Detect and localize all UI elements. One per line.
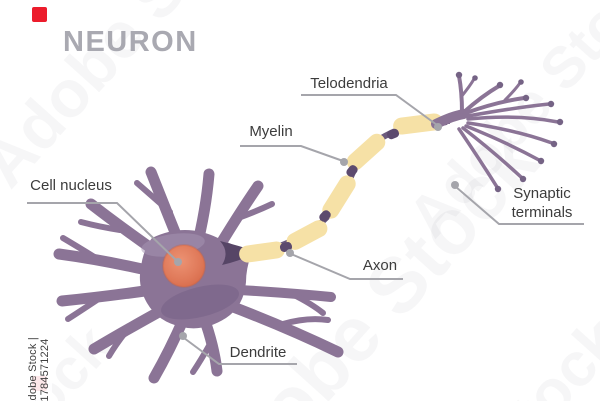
anchor-dot-cell-nucleus xyxy=(174,258,182,266)
leader-line-dendrite xyxy=(183,337,297,365)
anchor-dot-synaptic-terminals xyxy=(451,181,459,189)
anchor-dot-axon xyxy=(286,249,294,257)
label-telodendria: Telodendria xyxy=(310,75,388,92)
leader-line-axon xyxy=(290,253,403,280)
label-myelin: Myelin xyxy=(249,123,293,140)
anchor-dot-myelin xyxy=(340,158,348,166)
label-synaptic-terminals: Synaptic terminals xyxy=(511,185,573,221)
leader-line-telodendria xyxy=(301,94,438,126)
leader-line-myelin xyxy=(240,145,344,162)
leader-line-synaptic-terminals xyxy=(455,186,584,225)
label-cell-nucleus: Cell nucleus xyxy=(30,177,112,194)
anchor-dot-dendrite xyxy=(179,332,187,340)
label-leader-lines xyxy=(27,94,584,365)
telodendria-branches xyxy=(431,74,560,189)
myelin-sheath xyxy=(239,113,443,263)
watermark-id: Adobe Stock | #1784571224 xyxy=(26,264,52,401)
diagram-title: NEURON xyxy=(63,26,198,58)
axon-hillock xyxy=(220,241,258,265)
anchor-dot-telodendria xyxy=(434,123,442,131)
label-axon: Axon xyxy=(362,257,398,274)
synaptic-terminal-bulbs xyxy=(455,71,564,193)
adobe-red-mark-top xyxy=(32,7,47,22)
label-dendrite: Dendrite xyxy=(229,344,287,361)
cell-nucleus-shape xyxy=(162,244,206,288)
leader-line-cell-nucleus xyxy=(27,202,178,262)
